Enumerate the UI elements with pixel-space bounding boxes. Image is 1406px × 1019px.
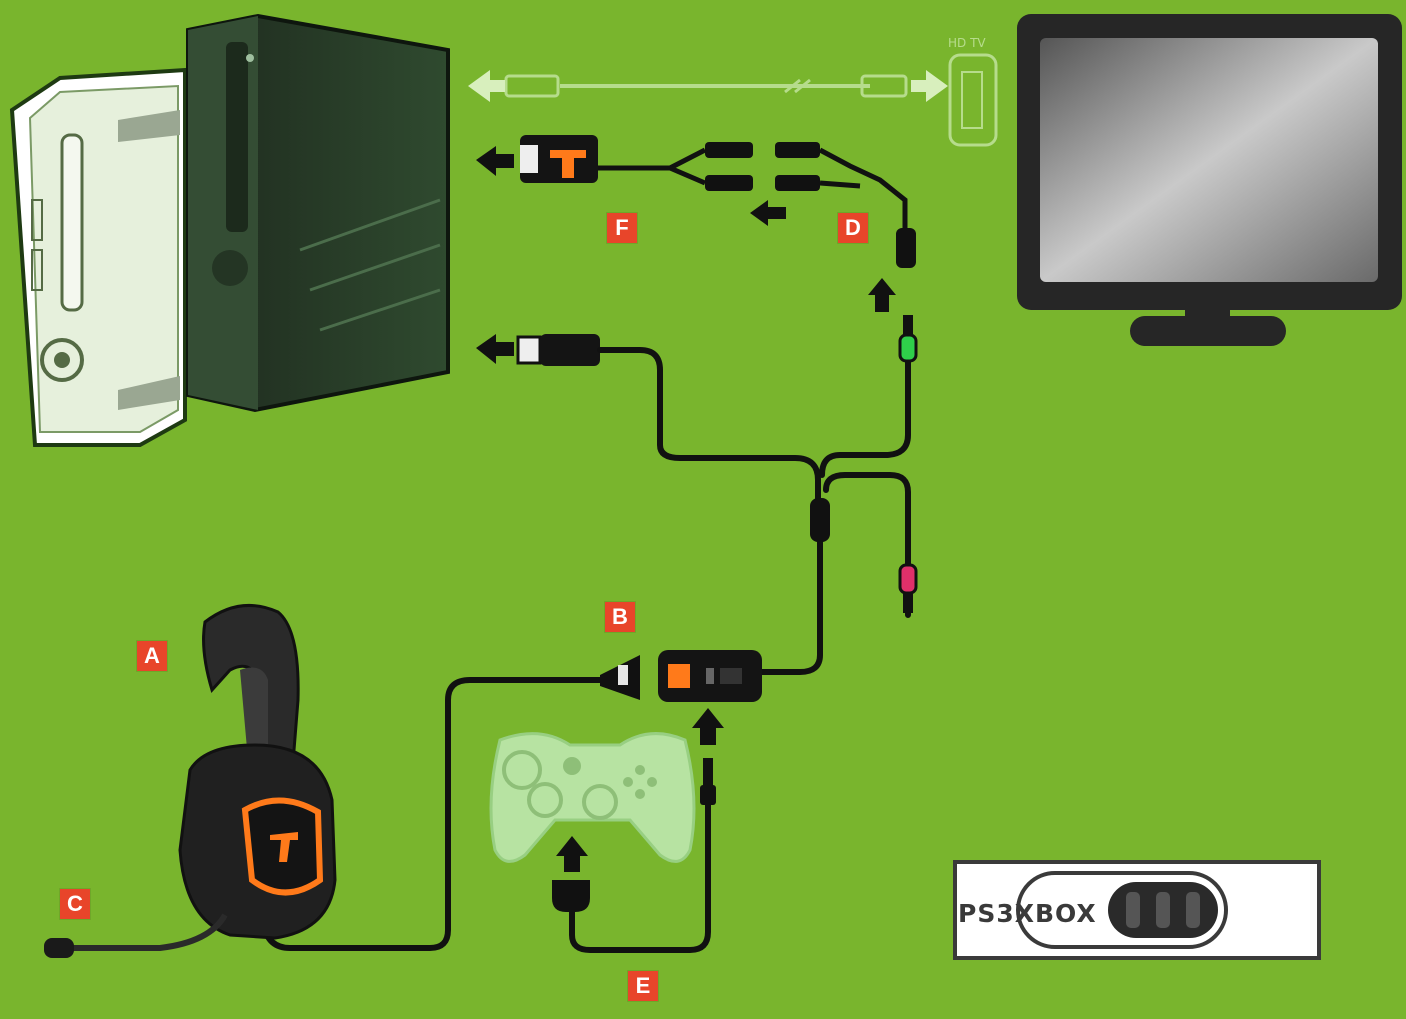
label-a: A	[137, 641, 167, 671]
label-c: C	[60, 889, 90, 919]
label-e: E	[628, 971, 658, 1001]
usb-plug	[516, 334, 600, 366]
green-audio-jack	[898, 315, 918, 363]
splitter-plugs	[705, 142, 916, 268]
arrow-left-icon	[750, 200, 786, 226]
label-f: F	[607, 213, 637, 243]
pink-audio-jack	[898, 563, 918, 613]
arrow-up-icon	[692, 708, 724, 745]
hdmi-port-icon	[948, 53, 998, 147]
xbox-controller	[489, 732, 696, 863]
optical-adapter	[520, 135, 598, 183]
inline-volume-controller	[600, 650, 762, 702]
arrow-up-icon	[556, 836, 588, 872]
platform-switch-knob[interactable]	[1108, 882, 1218, 938]
label-b: B	[605, 602, 635, 632]
arrow-right-icon	[911, 70, 948, 102]
hd-tv	[1017, 14, 1402, 346]
arrow-left-icon	[468, 70, 505, 102]
arrow-left-icon	[476, 146, 514, 176]
xbox-360-original-console	[9, 67, 187, 447]
platform-switch-label: PS3XBOX	[958, 899, 1097, 928]
hdtv-port-label: HD TV	[948, 36, 986, 50]
headset-cable-bundle	[261, 347, 911, 951]
arrow-left-icon	[476, 334, 514, 364]
controller-adapter-cable	[552, 758, 716, 953]
arrow-up-icon	[868, 278, 896, 312]
hdmi-cable	[504, 74, 908, 98]
xbox-360-slim-console	[186, 13, 450, 413]
headset-microphone	[44, 913, 228, 958]
cable-junction	[810, 498, 830, 542]
headset	[178, 603, 337, 940]
audio-splitter-cable	[598, 147, 908, 230]
label-d: D	[838, 213, 868, 243]
